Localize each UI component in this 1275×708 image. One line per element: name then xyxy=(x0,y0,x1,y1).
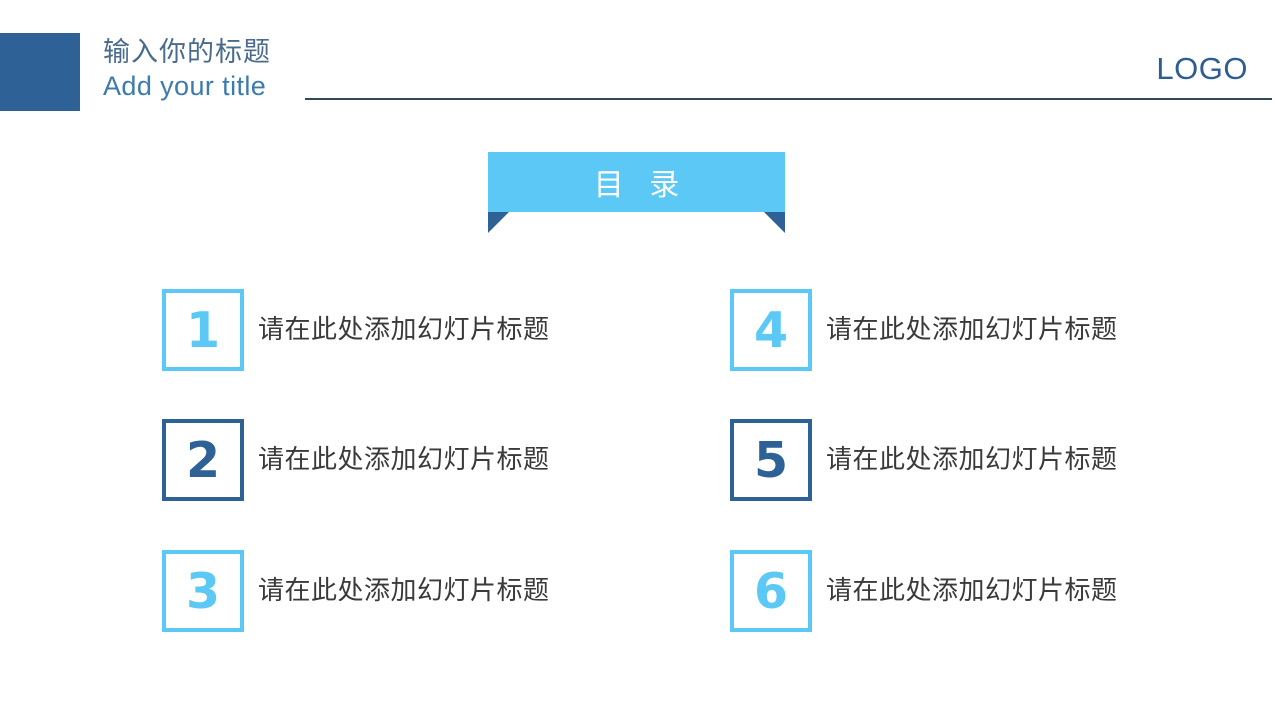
catalog-entry-number: 6 xyxy=(753,562,789,620)
catalog-entry-number-box: 4 xyxy=(730,289,812,371)
catalog-banner: 目 录 xyxy=(488,152,785,233)
header-accent-block xyxy=(0,33,80,111)
catalog-entry-6[interactable]: 6 请在此处添加幻灯片标题 xyxy=(730,550,1118,632)
banner-ribbon-tail-left-icon xyxy=(488,212,509,233)
catalog-entry-1[interactable]: 1 请在此处添加幻灯片标题 xyxy=(162,289,550,371)
catalog-entry-3[interactable]: 3 请在此处添加幻灯片标题 xyxy=(162,550,550,632)
catalog-entry-label: 请在此处添加幻灯片标题 xyxy=(258,315,550,345)
catalog-entry-label: 请在此处添加幻灯片标题 xyxy=(258,576,550,606)
logo-text: LOGO xyxy=(1156,51,1248,86)
catalog-entry-label: 请在此处添加幻灯片标题 xyxy=(258,445,550,475)
header-divider-line xyxy=(305,98,1272,100)
catalog-entry-number: 1 xyxy=(185,301,221,359)
catalog-entry-number-box: 1 xyxy=(162,289,244,371)
catalog-entry-number-box: 6 xyxy=(730,550,812,632)
catalog-entry-number-box: 2 xyxy=(162,419,244,501)
catalog-entry-number-box: 5 xyxy=(730,419,812,501)
catalog-entry-label: 请在此处添加幻灯片标题 xyxy=(826,445,1118,475)
catalog-banner-body: 目 录 xyxy=(488,152,785,212)
catalog-entry-4[interactable]: 4 请在此处添加幻灯片标题 xyxy=(730,289,1118,371)
catalog-entry-label: 请在此处添加幻灯片标题 xyxy=(826,315,1118,345)
page-title-english: Add your title xyxy=(103,71,267,101)
catalog-entry-number: 4 xyxy=(753,301,789,359)
catalog-entry-5[interactable]: 5 请在此处添加幻灯片标题 xyxy=(730,419,1118,501)
catalog-entry-number-box: 3 xyxy=(162,550,244,632)
catalog-entry-label: 请在此处添加幻灯片标题 xyxy=(826,576,1118,606)
page-title-chinese: 输入你的标题 xyxy=(103,37,271,67)
catalog-entry-number: 3 xyxy=(185,562,221,620)
header-title-group: 输入你的标题 Add your title xyxy=(103,36,433,116)
catalog-entry-number: 5 xyxy=(753,431,789,489)
catalog-banner-label: 目 录 xyxy=(593,168,688,203)
banner-ribbon-tail-right-icon xyxy=(764,212,785,233)
catalog-entry-number: 2 xyxy=(185,431,221,489)
catalog-entry-2[interactable]: 2 请在此处添加幻灯片标题 xyxy=(162,419,550,501)
